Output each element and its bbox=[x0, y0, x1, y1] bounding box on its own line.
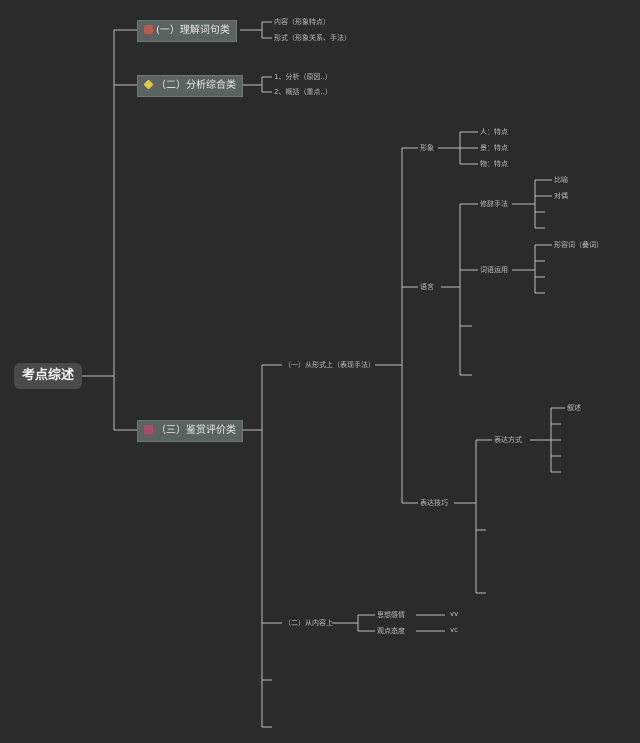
category-label: (一）理解词句类 bbox=[156, 25, 230, 36]
topic-thoughts[interactable]: 思想感情 bbox=[377, 611, 405, 619]
topic-analyze[interactable]: 1、分析（原因..） bbox=[274, 73, 332, 81]
tag-thoughts: vv bbox=[450, 610, 459, 618]
topic-metaphor[interactable]: 比喻 bbox=[554, 176, 568, 184]
topic-word-usage[interactable]: 词语运用 bbox=[480, 266, 508, 274]
star-icon bbox=[144, 425, 153, 434]
topic-expression-modes[interactable]: 表达方式 bbox=[494, 436, 522, 444]
topic-scene[interactable]: 景：特点 bbox=[480, 144, 508, 152]
topic-antithesis[interactable]: 对偶 bbox=[554, 192, 568, 200]
topic-person[interactable]: 人：特点 bbox=[480, 128, 508, 136]
topic-content[interactable]: 内容（形象特点） bbox=[274, 18, 330, 26]
topic-expression-skills[interactable]: 表达技巧 bbox=[420, 499, 448, 507]
category-understand-words[interactable]: (一）理解词句类 bbox=[137, 20, 237, 42]
topic-object[interactable]: 物：特点 bbox=[480, 160, 508, 168]
branch-form[interactable]: （一）从形式上（表现手法） bbox=[284, 361, 375, 369]
category-appreciation[interactable]: （三）鉴赏评价类 bbox=[137, 420, 243, 442]
root-node[interactable]: 考点综述 bbox=[14, 363, 82, 389]
branch-content[interactable]: （二）从内容上 bbox=[284, 619, 333, 627]
topic-image[interactable]: 形象 bbox=[420, 144, 434, 152]
topic-viewpoint[interactable]: 观点态度 bbox=[377, 627, 405, 635]
topic-form[interactable]: 形式（形象关系、手法） bbox=[274, 34, 351, 42]
category-label: （二）分析综合类 bbox=[156, 80, 236, 91]
flag-icon bbox=[144, 25, 153, 34]
category-analysis[interactable]: （二）分析综合类 bbox=[137, 75, 243, 97]
topic-language[interactable]: 语言 bbox=[420, 283, 434, 291]
tag-viewpoint: vc bbox=[450, 626, 458, 634]
topic-narration[interactable]: 叙述 bbox=[567, 404, 581, 412]
category-label: （三）鉴赏评价类 bbox=[156, 425, 236, 436]
diamond-icon bbox=[143, 79, 154, 90]
topic-summarize[interactable]: 2、概括（重点..） bbox=[274, 88, 332, 96]
topic-adjectives[interactable]: 形容词（叠词） bbox=[554, 241, 603, 249]
topic-rhetoric[interactable]: 修辞手法 bbox=[480, 200, 508, 208]
